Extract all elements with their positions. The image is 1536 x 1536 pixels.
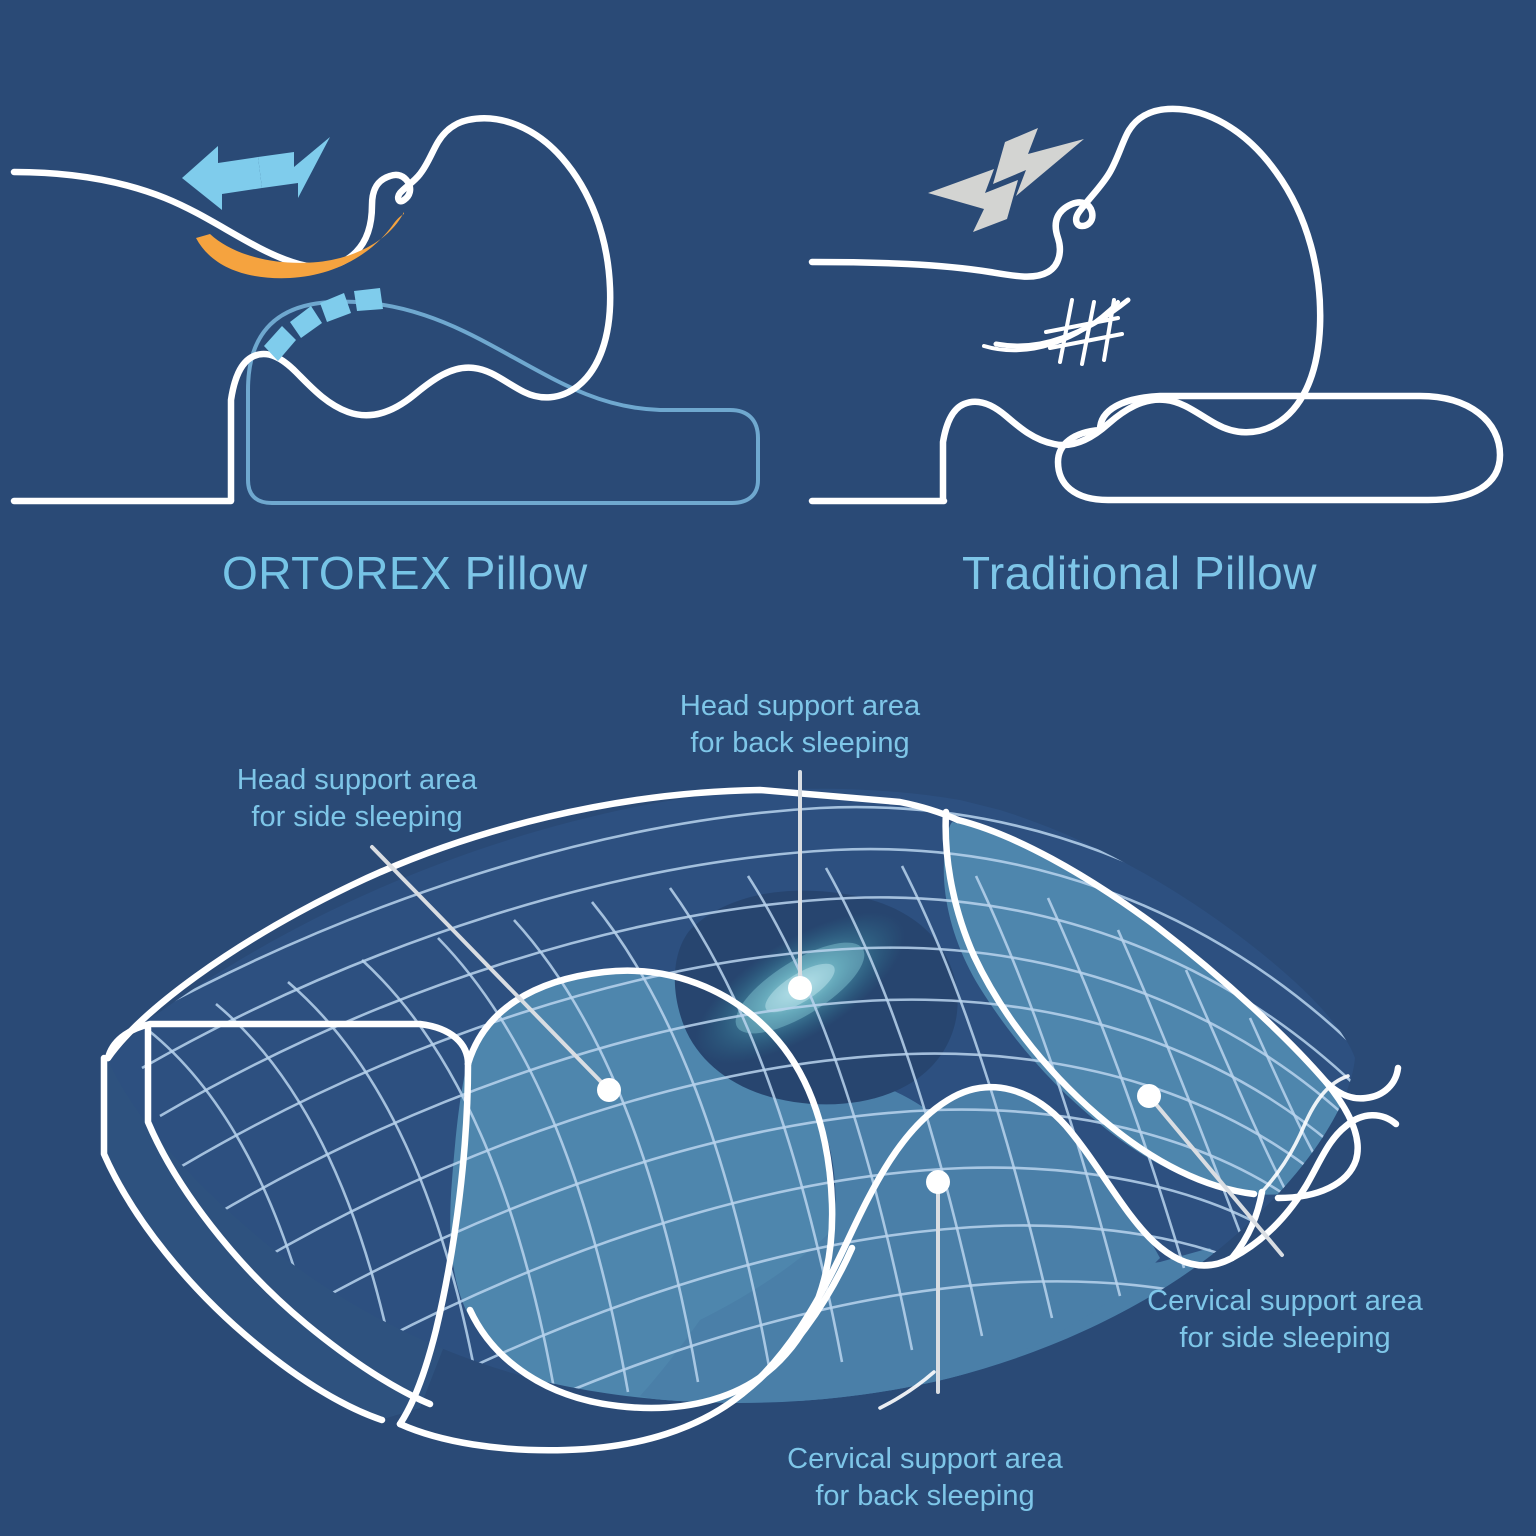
leader-cervical-side — [1147, 1094, 1284, 1257]
cervical-support-side-region — [943, 822, 1352, 1195]
ortorex-panel-illustration — [10, 115, 760, 505]
callout-cervical-side-line1: Cervical support area — [1147, 1285, 1423, 1317]
double-arrow-icon-left — [182, 146, 262, 210]
traditional-jaw-line — [993, 297, 1131, 349]
cervical-support-back-region — [640, 1085, 1160, 1403]
traditional-body-silhouette — [808, 105, 1324, 504]
callout-head-back-line2: for back sleeping — [690, 727, 910, 760]
double-arrow-icon-right — [258, 137, 330, 198]
pillow-inner-contour — [878, 1074, 1350, 1410]
dot-cervical-back — [926, 1170, 950, 1194]
gray-compression-arrow-upper-icon — [993, 128, 1084, 196]
dot-head-back — [788, 976, 812, 1000]
traditional-throat-line — [982, 300, 1120, 353]
orange-cervical-curve-icon — [196, 212, 404, 279]
traditional-pillow-caption: Traditional Pillow — [962, 547, 1317, 599]
traditional-panel-illustration — [808, 105, 1504, 505]
callout-cervical-side: Cervical support area for side sleeping — [1147, 1283, 1423, 1357]
dot-cervical-side — [1137, 1084, 1161, 1108]
callout-head-back: Head support area for back sleeping — [680, 688, 920, 762]
traditional-pillow-outline — [1054, 392, 1504, 504]
callout-cervical-back-line2: for back sleeping — [815, 1480, 1035, 1513]
callout-head-side-line2: for side sleeping — [251, 801, 463, 834]
callout-head-side-line1: Head support area — [236, 764, 478, 796]
dot-head-side — [597, 1078, 621, 1102]
callout-dots — [597, 976, 1161, 1194]
gray-compression-arrow-lower-icon — [928, 169, 1018, 232]
leader-head-side — [370, 845, 611, 1092]
callout-leaders — [370, 770, 1284, 1394]
callout-head-back-line1: Head support area — [679, 690, 921, 722]
pillow-contour-outlines — [100, 786, 1402, 1454]
ortorex-caption-rest: Pillow — [451, 547, 588, 599]
callout-cervical-side-line2: for side sleeping — [1179, 1322, 1391, 1355]
ortorex-brand-label: ORTOREX — [222, 547, 452, 599]
callout-cervical-back: Cervical support area for back sleeping — [787, 1441, 1063, 1515]
ortorex-pillow-caption: ORTOREX Pillow — [222, 546, 588, 600]
callout-cervical-back-line1: Cervical support area — [787, 1443, 1063, 1475]
vertebra-dashes-icon — [264, 288, 383, 361]
callout-head-side: Head support area for side sleeping — [237, 762, 477, 836]
neck-strain-lines-icon — [1044, 298, 1124, 366]
